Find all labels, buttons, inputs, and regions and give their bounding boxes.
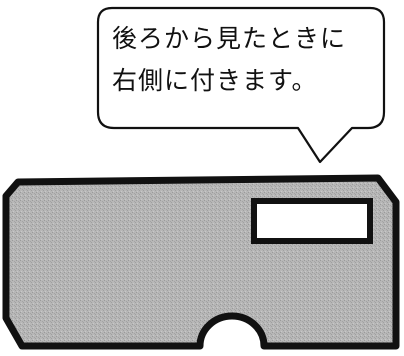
speech-bubble xyxy=(96,6,386,164)
callout-line-2: 右側に付きます。 xyxy=(112,66,318,95)
callout-text: 後ろから見たときに 右側に付きます。 xyxy=(112,18,372,102)
callout-line-1: 後ろから見たときに xyxy=(112,24,347,53)
part-window xyxy=(251,198,373,244)
